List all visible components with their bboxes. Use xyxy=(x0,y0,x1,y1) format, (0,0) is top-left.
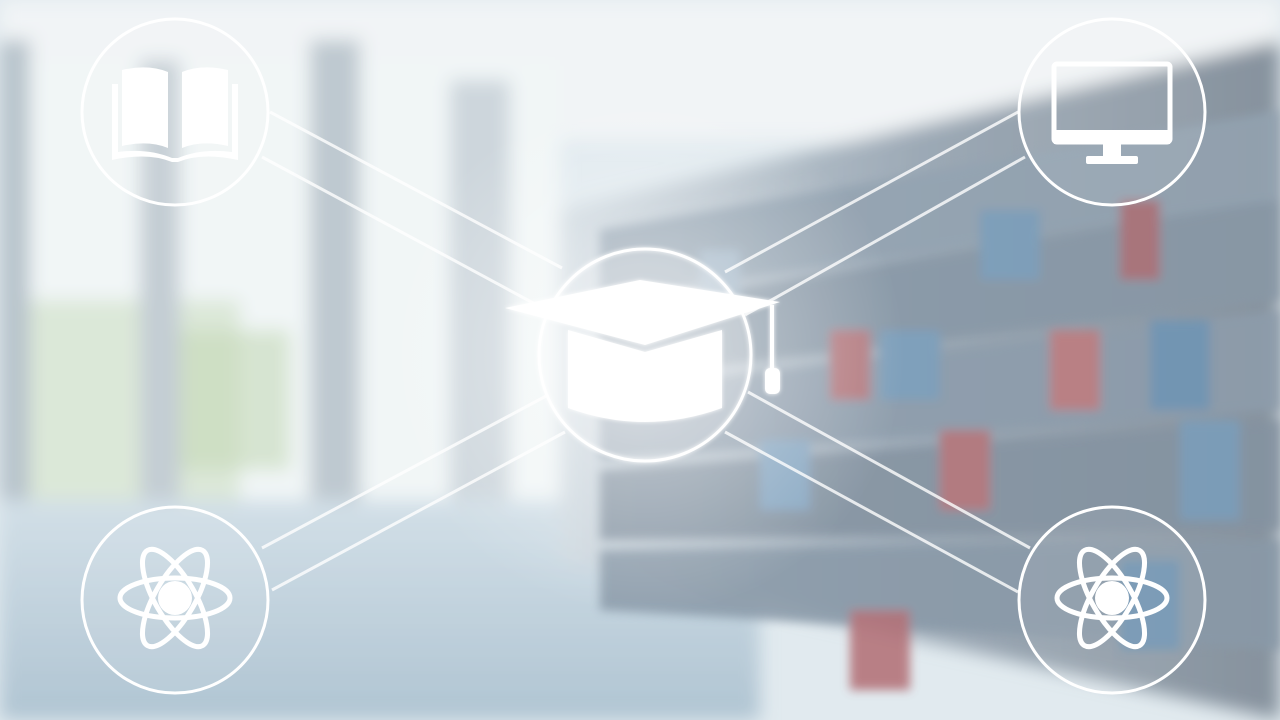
connector-line-top-right-a xyxy=(724,110,1019,274)
graduation-cap-icon xyxy=(505,280,780,422)
satellite-node-bottom-right xyxy=(1017,505,1207,695)
connector-line-bottom-right-a xyxy=(747,390,1031,550)
connector-lines xyxy=(261,110,1031,594)
satellite-node-top-right xyxy=(1017,17,1207,207)
computer-monitor-icon xyxy=(1051,61,1173,164)
atom-icon xyxy=(117,546,233,650)
connector-line-bottom-right-b xyxy=(724,430,1019,594)
connector-line-top-right-b xyxy=(744,155,1026,317)
satellite-node-top-left xyxy=(80,17,270,207)
connector-line-bottom-left-a xyxy=(261,393,549,550)
satellite-node-bottom-left xyxy=(80,505,270,695)
center-node xyxy=(505,247,780,463)
connector-line-top-left-a xyxy=(269,110,563,270)
atom-icon xyxy=(1054,546,1170,650)
connector-line-bottom-left-b xyxy=(271,430,566,592)
open-book-icon xyxy=(112,67,238,162)
connector-line-top-left-b xyxy=(261,155,551,314)
